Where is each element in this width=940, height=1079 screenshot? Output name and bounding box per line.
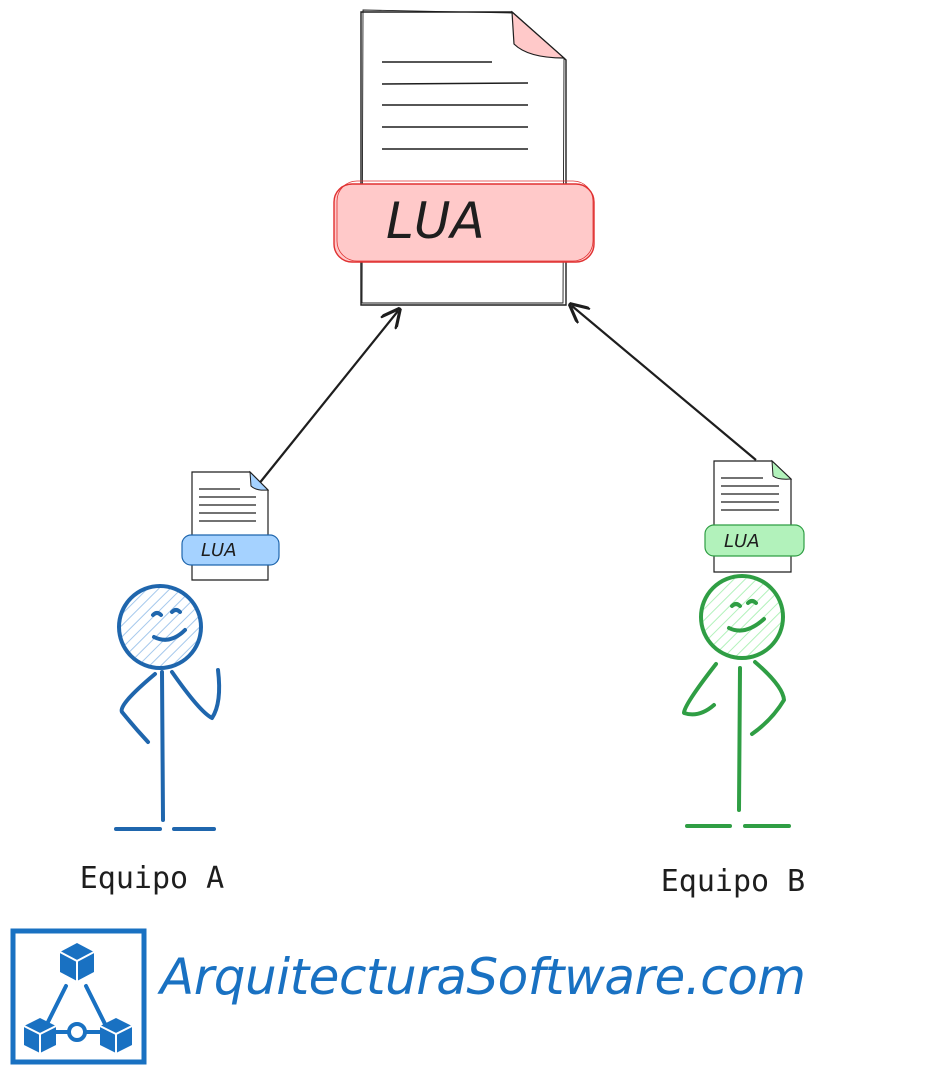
brand-wordmark: ArquitecturaSoftware.com: [160, 948, 806, 1006]
team-a-name: Equipo A: [80, 861, 225, 896]
team-a-person-icon: [114, 584, 222, 831]
network-nodes-icon: [10, 928, 147, 1065]
team-b-name: Equipo B: [661, 864, 806, 899]
main-document-icon: LUA: [333, 9, 595, 306]
main-document-label: LUA: [386, 192, 485, 250]
team-b-person-icon: [682, 574, 791, 828]
team-b-document-icon: LUA: [704, 459, 805, 573]
arrow-team-a-to-main: [257, 311, 398, 486]
arrow-team-b-to-main: [572, 306, 757, 461]
team-a-document-icon: LUA: [181, 470, 280, 581]
team-a-document-label: LUA: [201, 540, 237, 561]
team-b-document-label: LUA: [724, 531, 760, 552]
